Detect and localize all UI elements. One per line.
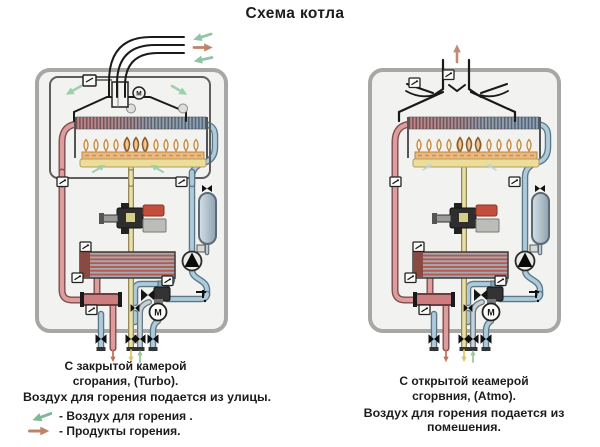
legend-item-air: - Воздух для горения .: [28, 408, 193, 423]
air-pressure-switch-icon: [82, 74, 112, 87]
right-boiler-caption: С открытой кеамерой сгорвния, (Atmo).: [366, 374, 562, 403]
left-caption-line2: сгорания, (Turbo).: [72, 373, 179, 388]
flue-out-arrow: [451, 43, 463, 64]
left-boiler-caption: С закрытой камерой сгорания, (Turbo).: [28, 359, 223, 388]
combustion-air-arrow-icon: [29, 408, 52, 423]
combustion-products-arrow-icon: [28, 424, 51, 437]
left-boiler-diagram: М: [37, 28, 226, 362]
left-caption-line1: С закрытой камерой: [64, 359, 187, 373]
legend-item-flue: - Продукты горения.: [28, 423, 193, 438]
open-combustion-hood: [397, 90, 517, 123]
legend: - Воздух для горения . - Продукты горени…: [28, 408, 193, 438]
right-boiler-diagram: [370, 43, 559, 362]
air-intake-arrow: [190, 28, 214, 46]
svg-text:М: М: [136, 91, 141, 98]
left-boiler-subcaption: Воздух для горения подается из улицы.: [22, 390, 272, 404]
right-caption-line1: С открытой кеамерой: [399, 374, 529, 388]
page-title: Схема котла: [245, 5, 345, 22]
flue-out-arrow: [192, 42, 215, 53]
right-boiler-subcaption: Воздух для горения подается из помешения…: [363, 406, 565, 434]
fan-motor-icon: М: [132, 86, 146, 100]
coaxial-flue-pipe: [108, 36, 185, 98]
air-intake-arrow: [191, 52, 215, 67]
legend-item-air-label: - Воздух для горения .: [59, 408, 193, 423]
right-caption-line2: сгорвния, (Atmo).: [412, 388, 516, 403]
legend-item-flue-label: - Продукты горения.: [59, 423, 181, 438]
